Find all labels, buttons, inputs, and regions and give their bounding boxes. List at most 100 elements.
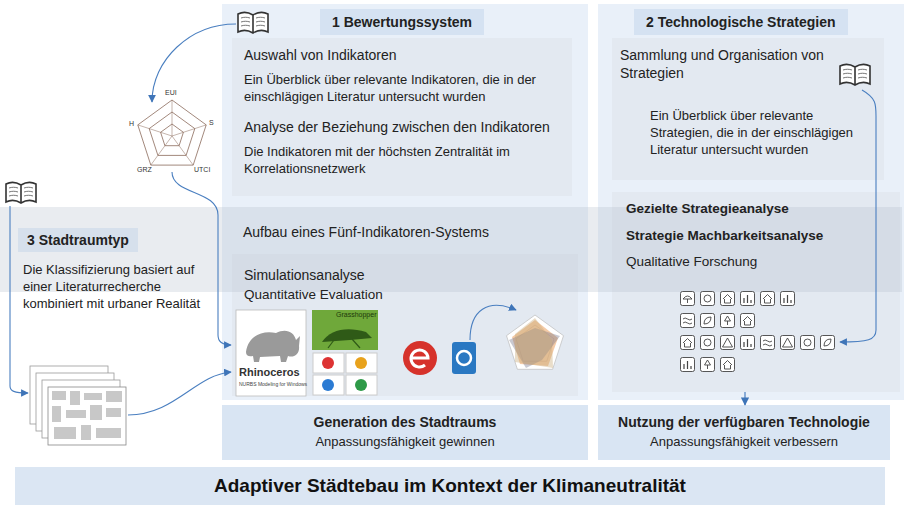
section-heading: 3 Stadtraumtyp (18, 228, 138, 252)
pentagon-ring (138, 100, 206, 165)
map-stack (30, 366, 126, 445)
logo-frame (312, 310, 378, 350)
logo-frame (313, 375, 344, 395)
axis-label: S (209, 119, 214, 127)
content-box: Auswahl von IndikatorenEin Überblick übe… (232, 38, 572, 196)
map-block (106, 408, 121, 417)
strategy-icon-grid (721, 314, 735, 328)
map-block (70, 391, 80, 405)
logo-mark (411, 350, 428, 367)
body-text: Ein Überblick über relevante Indikatoren… (244, 72, 560, 106)
strategy-icon-grid (721, 292, 735, 306)
heading-text: Gezielte Strategieanalyse (626, 200, 886, 218)
strategy-icon-grid (721, 336, 735, 350)
category-box: 3 StadtraumtypDie Klassifizierung basier… (15, 225, 215, 343)
pentagon-ring (161, 124, 184, 146)
heading-text: Analyse der Beziehung zwischen den Indik… (244, 118, 560, 136)
heading-text: Simulationsanalyse (244, 266, 566, 284)
logo-mark (355, 379, 367, 391)
strategy-icon-grid (741, 336, 755, 350)
map-block (52, 391, 66, 400)
flow-arrow (128, 372, 231, 415)
body-text: Anpassungsfähigkeit gewinnen (230, 434, 580, 451)
body-text: Die Indikatoren mit der höchsten Zentral… (244, 144, 560, 178)
result-box: Generation des StadtraumsAnpassungsfähig… (222, 405, 588, 460)
strategy-icon-grid (741, 292, 755, 306)
strategy-icon-grid (801, 336, 815, 350)
indicator-pentagon (138, 100, 206, 165)
grasshopper-figure (322, 329, 372, 342)
pentagon-spokes (138, 100, 206, 165)
heading-text: Nutzung der verfügbaren Technologie (606, 413, 882, 431)
map-block (81, 425, 91, 440)
body-text: Die Klassifizierung basiert auf einer Li… (23, 262, 208, 313)
section-heading: 1 Bewertungssystem (320, 9, 484, 35)
logo-mark (355, 357, 367, 369)
energyplus-logo (403, 341, 437, 375)
strategy-icon-grid (701, 314, 715, 328)
ladybug-logos (313, 353, 377, 395)
section-label: Aufbau eines Fünf-Indikatoren-Systems (243, 224, 489, 240)
logo-frame (346, 375, 377, 395)
radar-series (512, 320, 558, 366)
map-sheet (48, 387, 126, 445)
result-radar-chart (507, 315, 564, 369)
logo-text: Rhinoceros (239, 366, 300, 379)
heading-text: Auswahl von Indikatoren (244, 46, 560, 64)
radar-grid (507, 315, 564, 369)
map-block (54, 427, 76, 439)
map-blocks (52, 391, 122, 440)
map-sheet (36, 373, 114, 431)
book-icon (840, 65, 870, 85)
axis-label: H (129, 120, 134, 128)
flow-arrow (470, 305, 516, 340)
flow-connector (744, 392, 745, 405)
body-text: Ein Überblick über relevante Strategien,… (650, 108, 865, 159)
axis-label: EUI (165, 89, 177, 97)
grasshopper-legs (328, 339, 360, 348)
radar-series (515, 318, 553, 368)
logo-frame (346, 353, 377, 373)
logo-mark (322, 357, 334, 369)
map-block (66, 410, 86, 418)
logo-disc (403, 341, 437, 375)
heading-text: Strategie Machbarkeitsanalyse (626, 227, 886, 245)
strategy-icon-grid (701, 292, 715, 306)
layout-arrows (10, 24, 876, 415)
heading-text: Sammlung und Organisation von Strategien (620, 46, 855, 82)
map-block (106, 391, 122, 402)
axis-label: GRZ (137, 166, 152, 174)
logo-mark (322, 379, 334, 391)
book-icon (238, 13, 268, 33)
strategy-icon-grid (681, 336, 695, 350)
book-icon (6, 183, 36, 203)
map-sheet (42, 380, 120, 438)
body-text: Quantitative Evaluation (244, 286, 566, 304)
strategy-icon-grid (681, 358, 695, 372)
logo-text: Grasshopper (336, 311, 376, 319)
strategy-icon-grid (681, 314, 695, 328)
openstudio-logo (452, 342, 476, 374)
strategy-icon-grid (681, 292, 695, 306)
strategy-icon-grid (761, 336, 775, 350)
body-text: Anpassungsfähigkeit verbessern (606, 434, 882, 451)
horizontal-band (0, 207, 902, 292)
logo-frame (452, 342, 476, 374)
map-block (96, 428, 121, 438)
pentagon-ring (149, 112, 195, 155)
connector-layer (745, 392, 746, 405)
logo-text: NURBS Modeling for Windows (239, 382, 307, 388)
strategy-icon-grid (681, 292, 835, 372)
flow-arrow (840, 90, 876, 342)
strategy-icon-grid (821, 336, 835, 350)
map-block (52, 406, 61, 422)
grasshopper-logo (312, 310, 378, 350)
flow-arrow (172, 172, 231, 345)
rhino-figure (246, 331, 300, 362)
map-sheet (30, 366, 108, 424)
logo-frame (313, 353, 344, 373)
section-panel: 2 Technologische StrategienSammlung und … (598, 4, 904, 400)
diagram-title: Adaptiver Städtebau im Kontext der Klima… (15, 467, 885, 505)
section-panel: 1 BewertungssystemAuswahl von Indikatore… (222, 4, 588, 400)
